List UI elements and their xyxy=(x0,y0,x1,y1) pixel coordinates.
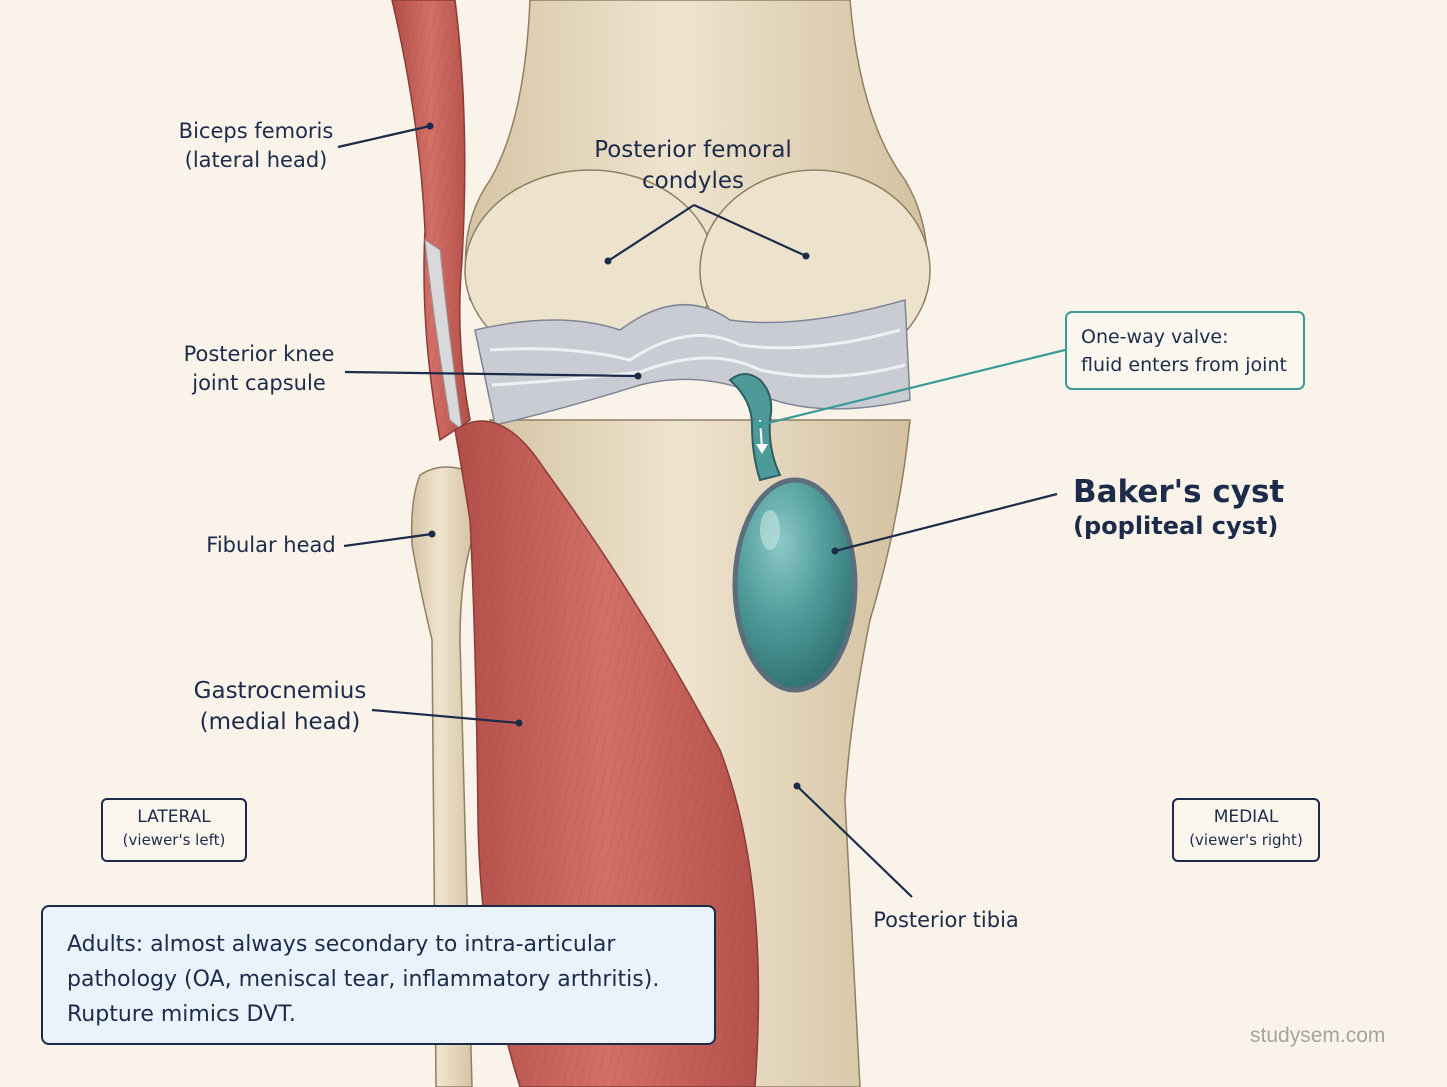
label-fibular-head: Fibular head xyxy=(196,531,346,560)
medial-label: MEDIAL xyxy=(1213,807,1279,827)
label-tibia-line1: Posterior tibia xyxy=(873,908,1019,932)
leader-lines xyxy=(337,124,1058,898)
valve-leader-line xyxy=(759,348,1066,427)
medial-sublabel: (viewer's right) xyxy=(1189,831,1303,849)
clinical-note-line3: Rupture mimics DVT. xyxy=(67,1002,296,1027)
label-capsule-line1: Posterior knee xyxy=(183,342,335,366)
cyst-stalk xyxy=(728,373,782,482)
clinical-note-line1: Adults: almost always secondary to intra… xyxy=(67,932,616,957)
label-condyles-line1: Posterior femoral xyxy=(594,137,792,163)
label-fibular-line1: Fibular head xyxy=(206,533,336,557)
valve-callout-line2: fluid enters from joint xyxy=(1081,354,1287,376)
label-biceps-femoris: Biceps femoris (lateral head) xyxy=(170,117,342,175)
valve-callout-line1: One-way valve: xyxy=(1081,326,1229,348)
label-gastroc-line2: (medial head) xyxy=(199,709,361,735)
label-biceps-line1: Biceps femoris xyxy=(178,119,334,143)
label-femoral-condyles: Posterior femoral condyles xyxy=(584,135,802,197)
label-posterior-tibia: Posterior tibia xyxy=(862,906,1030,935)
label-condyles-line2: condyles xyxy=(641,168,745,194)
label-biceps-line2: (lateral head) xyxy=(184,148,328,172)
clinical-note-line2: pathology (OA, meniscal tear, inflammato… xyxy=(67,967,660,992)
medial-orientation-box: MEDIAL (viewer's right) xyxy=(1172,798,1320,862)
clinical-note-box: Adults: almost always secondary to intra… xyxy=(41,905,716,1045)
label-joint-capsule: Posterior knee joint capsule xyxy=(172,340,346,398)
label-capsule-line2: joint capsule xyxy=(192,371,326,395)
cyst-callout-subtitle: (popliteal cyst) xyxy=(1073,512,1279,540)
label-gastroc-line1: Gastrocnemius xyxy=(193,678,367,704)
label-gastrocnemius: Gastrocnemius (medial head) xyxy=(180,676,380,738)
lateral-label: LATERAL xyxy=(137,807,211,827)
valve-callout-box: One-way valve: fluid enters from joint xyxy=(1065,311,1305,390)
lateral-sublabel: (viewer's left) xyxy=(122,831,226,849)
watermark: studysem.com xyxy=(1250,1024,1386,1047)
bakers-cyst xyxy=(732,477,858,693)
cyst-callout-title: Baker's cyst xyxy=(1073,474,1285,510)
lateral-orientation-box: LATERAL (viewer's left) xyxy=(101,798,247,862)
joint-capsule xyxy=(474,299,911,426)
